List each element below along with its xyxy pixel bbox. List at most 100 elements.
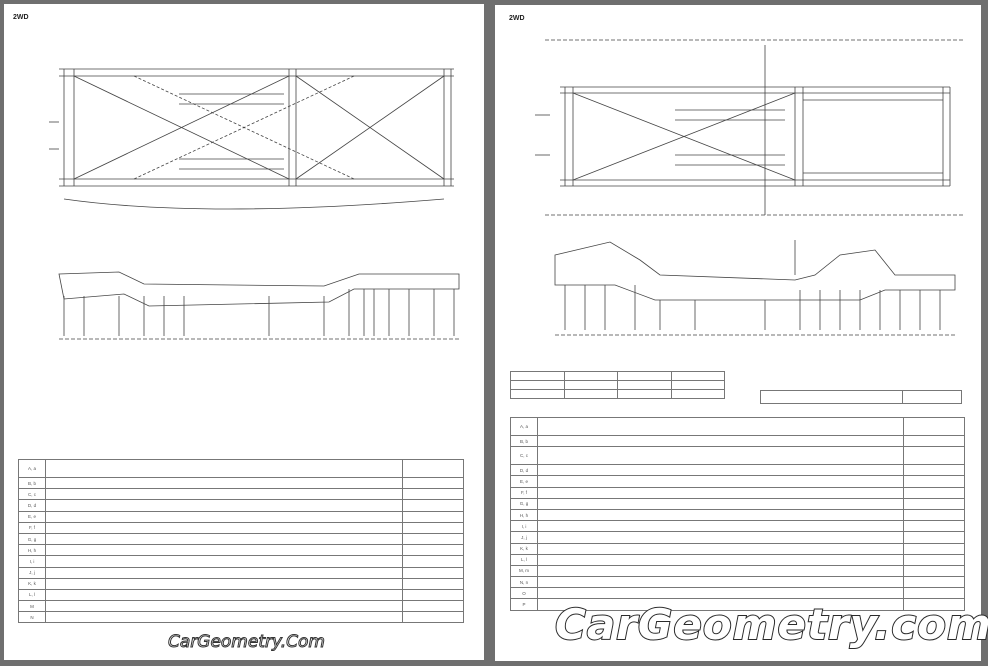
table-row: K, k: [18, 577, 464, 590]
table-cell-code: M, m: [510, 564, 538, 578]
table-cell-code: K, k: [18, 577, 46, 590]
table-cell-value: [903, 531, 965, 544]
table-cell-desc: [537, 564, 904, 578]
table-row: I, i: [18, 555, 464, 568]
table-cell-desc: [537, 587, 904, 600]
table-cell-value: [903, 520, 965, 533]
table-cell-desc: [45, 459, 403, 478]
table-cell-desc: [45, 566, 403, 579]
table-row: G, g: [18, 532, 464, 546]
table-cell-desc: [537, 576, 904, 589]
table-cell-code: D, d: [18, 499, 46, 512]
table-cell-code: G, g: [510, 497, 538, 510]
table-cell-code: B, b: [510, 434, 538, 448]
dims-cell: [510, 389, 565, 399]
table-row: F, f: [18, 521, 464, 534]
table-cell-value: [903, 446, 965, 466]
table-cell-code: B, b: [18, 476, 46, 490]
table-cell-value: [402, 600, 464, 613]
table-row: D, d: [510, 464, 965, 477]
table-row: P: [510, 598, 965, 611]
table-cell-desc: [537, 497, 904, 510]
table-cell-desc: [537, 520, 904, 533]
dims-row: [510, 380, 725, 390]
table-cell-value: [402, 577, 464, 590]
table-cell-desc: [45, 577, 403, 590]
table-cell-code: G, g: [18, 532, 46, 546]
wheelbase-value: [902, 391, 961, 403]
table-cell-code: F, f: [510, 486, 538, 499]
table-row: M: [18, 600, 464, 613]
table-cell-code: N: [18, 611, 46, 624]
table-row: A, a: [510, 417, 965, 436]
table-cell-code: L, l: [510, 553, 538, 566]
table-cell-code: J, j: [18, 566, 46, 579]
left-page: 2WD: [4, 4, 484, 660]
table-cell-code: E, e: [510, 475, 538, 488]
table-row: E, e: [18, 510, 464, 523]
table-row: E, e: [510, 475, 965, 488]
table-cell-value: [402, 510, 464, 523]
table-cell-value: [903, 417, 965, 436]
table-cell-desc: [537, 475, 904, 488]
table-cell-code: I, i: [510, 520, 538, 533]
table-cell-value: [903, 464, 965, 477]
left-top-view-diagram: [49, 68, 454, 210]
dims-cell: [670, 371, 725, 381]
table-cell-desc: [45, 499, 403, 512]
table-row: H, h: [18, 544, 464, 557]
table-row: O: [510, 587, 965, 600]
table-row: M, m: [510, 564, 965, 578]
table-cell-code: H, h: [18, 544, 46, 557]
table-cell-value: [903, 587, 965, 600]
table-cell-desc: [537, 417, 904, 436]
table-row: B, b: [18, 476, 464, 490]
left-page-label: 2WD: [13, 14, 29, 21]
watermark-small: CarGeometry.Com: [168, 632, 326, 653]
table-cell-code: H, h: [510, 508, 538, 522]
table-cell-value: [402, 476, 464, 490]
table-cell-desc: [45, 488, 403, 501]
table-row: L, l: [510, 553, 965, 566]
table-cell-value: [903, 553, 965, 566]
table-cell-code: A, a: [18, 459, 46, 478]
table-row: L, l: [18, 588, 464, 602]
table-row: I, i: [510, 520, 965, 533]
table-cell-code: E, e: [18, 510, 46, 523]
table-cell-desc: [45, 521, 403, 534]
table-cell-desc: [537, 486, 904, 499]
table-row: K, k: [510, 542, 965, 555]
table-cell-code: P: [510, 598, 538, 611]
left-side-view-diagram: [58, 271, 460, 340]
table-cell-desc: [45, 555, 403, 568]
table-cell-desc: [537, 464, 904, 477]
right-page-label: 2WD: [509, 15, 525, 22]
table-cell-value: [402, 521, 464, 534]
wheelbase-label: [761, 391, 902, 403]
right-page: 2WD: [495, 5, 981, 661]
table-cell-desc: [45, 611, 403, 624]
table-cell-value: [903, 475, 965, 488]
dims-cell: [510, 371, 565, 381]
table-cell-value: [903, 497, 965, 510]
table-cell-desc: [45, 510, 403, 523]
table-row: N: [18, 611, 464, 624]
table-cell-code: K, k: [510, 542, 538, 555]
dims-cell: [617, 371, 672, 381]
table-cell-code: J, j: [510, 531, 538, 544]
table-cell-desc: [537, 508, 904, 522]
table-cell-code: D, d: [510, 464, 538, 477]
table-cell-value: [903, 486, 965, 499]
dims-row: [510, 389, 725, 399]
right-side-view-diagram: [554, 240, 956, 336]
table-row: D, d: [18, 499, 464, 512]
table-cell-desc: [537, 553, 904, 566]
right-top-view-diagram: [535, 39, 965, 216]
table-cell-code: C, c: [510, 446, 538, 466]
table-cell-desc: [537, 542, 904, 555]
table-cell-value: [903, 598, 965, 611]
dims-row: [510, 371, 725, 381]
table-row: J, j: [18, 566, 464, 579]
wheelbase-box: [760, 390, 962, 404]
